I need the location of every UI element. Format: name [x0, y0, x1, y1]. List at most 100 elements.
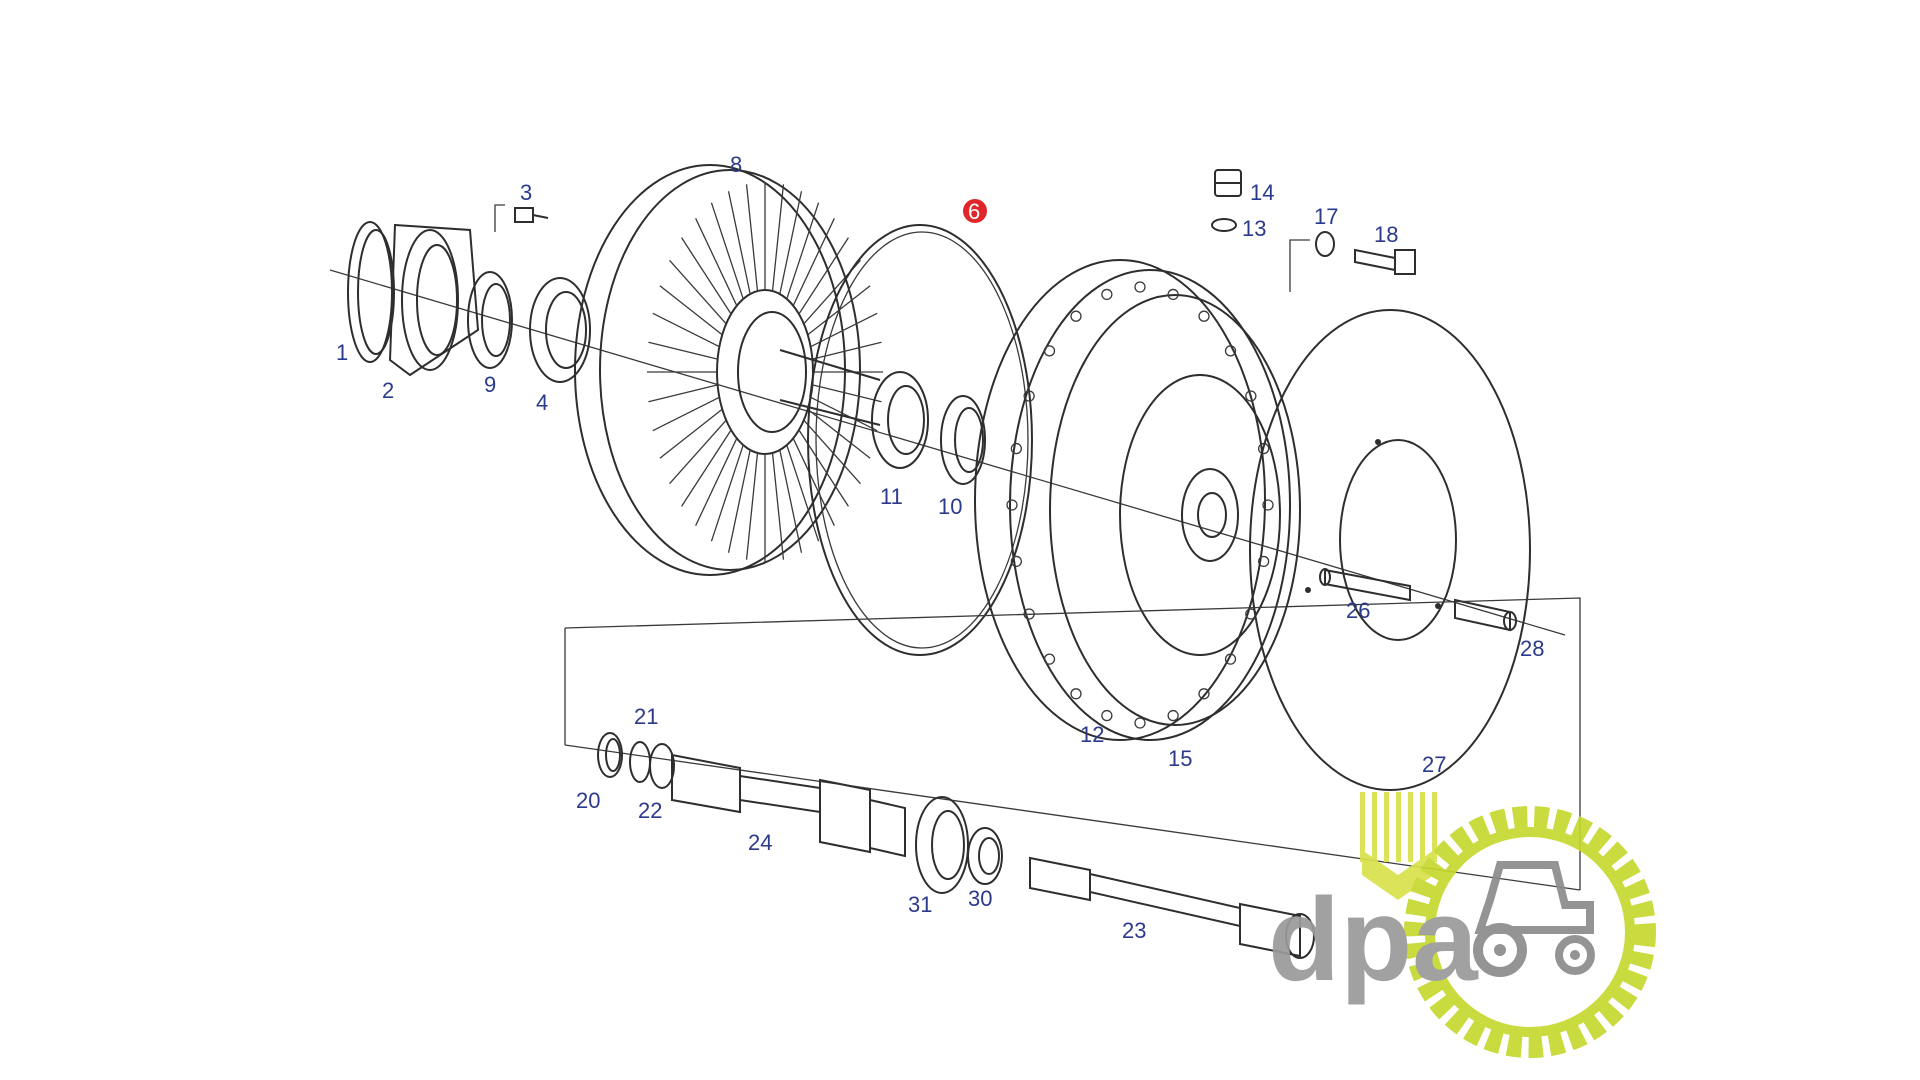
part-13-washer: [1211, 218, 1237, 232]
dpa-logo: dpa: [1268, 792, 1656, 1058]
turbine-blade: [792, 438, 835, 526]
label-part-13: 13: [1242, 216, 1266, 241]
label-part-30: 30: [968, 886, 992, 911]
turbine-blade: [710, 444, 744, 542]
housing-bolt-hole: [1224, 653, 1237, 665]
label-part-1: 1: [336, 340, 348, 365]
part-24-shaft: [671, 753, 906, 858]
part-27-disc: [1249, 309, 1531, 791]
turbine-blade: [695, 438, 738, 526]
label-part-24: 24: [748, 830, 772, 855]
part-23-shaft: [1029, 856, 1315, 959]
turbine-blade: [695, 218, 738, 306]
turbine-blade: [807, 408, 871, 459]
logo-text: dpa: [1268, 874, 1479, 1006]
turbine-blades: [647, 182, 883, 562]
housing-bolt-hole: [1101, 288, 1113, 301]
housing-bolt-hole: [1023, 390, 1035, 402]
housing-bolt-hole: [1010, 442, 1023, 455]
label-part-17: 17: [1314, 204, 1338, 229]
label-part-2: 2: [382, 378, 394, 403]
housing-bolt-hole: [1198, 688, 1210, 700]
part-26-pin: [1319, 568, 1411, 602]
part-14-plug: [1214, 169, 1242, 197]
turbine-blade: [681, 429, 732, 507]
turbine-blade: [786, 202, 820, 300]
housing-bolt-hole: [1257, 555, 1270, 568]
turbine-blade: [798, 237, 849, 315]
part-22-ring: [649, 743, 675, 789]
housing-bolt-hole: [1043, 345, 1056, 357]
part-17-washer: [1315, 231, 1335, 257]
label-part-4: 4: [536, 390, 548, 415]
label-part-26: 26: [1346, 598, 1370, 623]
label-part-18: 18: [1374, 222, 1398, 247]
part-1-seal: [347, 221, 395, 363]
leader-17: [1289, 239, 1310, 292]
label-part-10: 10: [938, 494, 962, 519]
turbine-blade: [669, 419, 727, 485]
turbine-blade: [779, 191, 803, 295]
highlight-part-6: [963, 199, 987, 223]
part-9-race: [467, 271, 513, 369]
label-part-22: 22: [638, 798, 662, 823]
turbine-blade: [810, 312, 878, 348]
label-part-3: 3: [520, 180, 532, 205]
turbine-blade: [810, 396, 878, 432]
label-part-6: 6: [968, 199, 980, 224]
turbine-blade: [745, 452, 759, 560]
turbine-shaft: [779, 349, 881, 426]
housing-bolt-hole: [1006, 499, 1018, 511]
gear-icon: [1404, 806, 1656, 1058]
part-18-bolt: [1354, 248, 1416, 275]
part-21-ring: [629, 741, 651, 783]
part-2-cover: [388, 223, 480, 377]
part-3-bolt: [494, 204, 549, 232]
turbine-blade: [659, 408, 723, 459]
label-part-31: 31: [908, 892, 932, 917]
turbine-blade: [648, 384, 718, 403]
part-8-turbine: [574, 164, 883, 576]
turbine-blade: [745, 184, 759, 292]
label-part-12: 12: [1080, 722, 1104, 747]
part-20-ring: [597, 732, 623, 778]
turbine-blade: [786, 444, 820, 542]
lower-axis-line: [564, 744, 1581, 891]
housing-bolt-hole: [1167, 709, 1179, 722]
label-part-28: 28: [1520, 636, 1544, 661]
housing-bolt-holes: [1006, 281, 1274, 729]
part-30-bearing: [967, 827, 1003, 885]
part-4-bearing: [529, 277, 591, 383]
turbine-blade: [659, 285, 723, 336]
housing-bolt-hole: [1262, 499, 1274, 511]
turbine-blade: [771, 184, 785, 292]
housing-bolt-hole: [1010, 555, 1023, 568]
housing-bolt-hole: [1043, 653, 1056, 665]
turbine-blade: [652, 312, 720, 348]
part-28-pin: [1454, 598, 1517, 632]
tractor-icon: [1473, 861, 1595, 977]
label-part-9: 9: [484, 372, 496, 397]
turbine-blade: [710, 202, 744, 300]
housing-bolt-hole: [1198, 310, 1210, 322]
label-part-11: 11: [880, 484, 903, 509]
turbine-blade: [798, 429, 849, 507]
turbine-blade: [669, 259, 727, 325]
turbine-blade: [803, 419, 861, 485]
housing-bolt-hole: [1245, 390, 1257, 402]
label-part-23: 23: [1122, 918, 1146, 943]
turbine-blade: [779, 449, 803, 553]
label-part-27: 27: [1422, 752, 1446, 777]
part-10-race: [940, 395, 986, 485]
turbine-blade: [727, 191, 751, 295]
housing-bolt-hole: [1070, 310, 1082, 322]
housing-bolt-hole: [1101, 709, 1113, 722]
part-11-bearing: [871, 371, 929, 469]
housing-bolt-hole: [1224, 345, 1237, 357]
part-12-15-housing: [974, 259, 1301, 741]
label-part-20: 20: [576, 788, 600, 813]
housing-bolt-hole: [1070, 688, 1082, 700]
turbine-blade: [812, 384, 882, 403]
label-part-21: 21: [634, 704, 658, 729]
